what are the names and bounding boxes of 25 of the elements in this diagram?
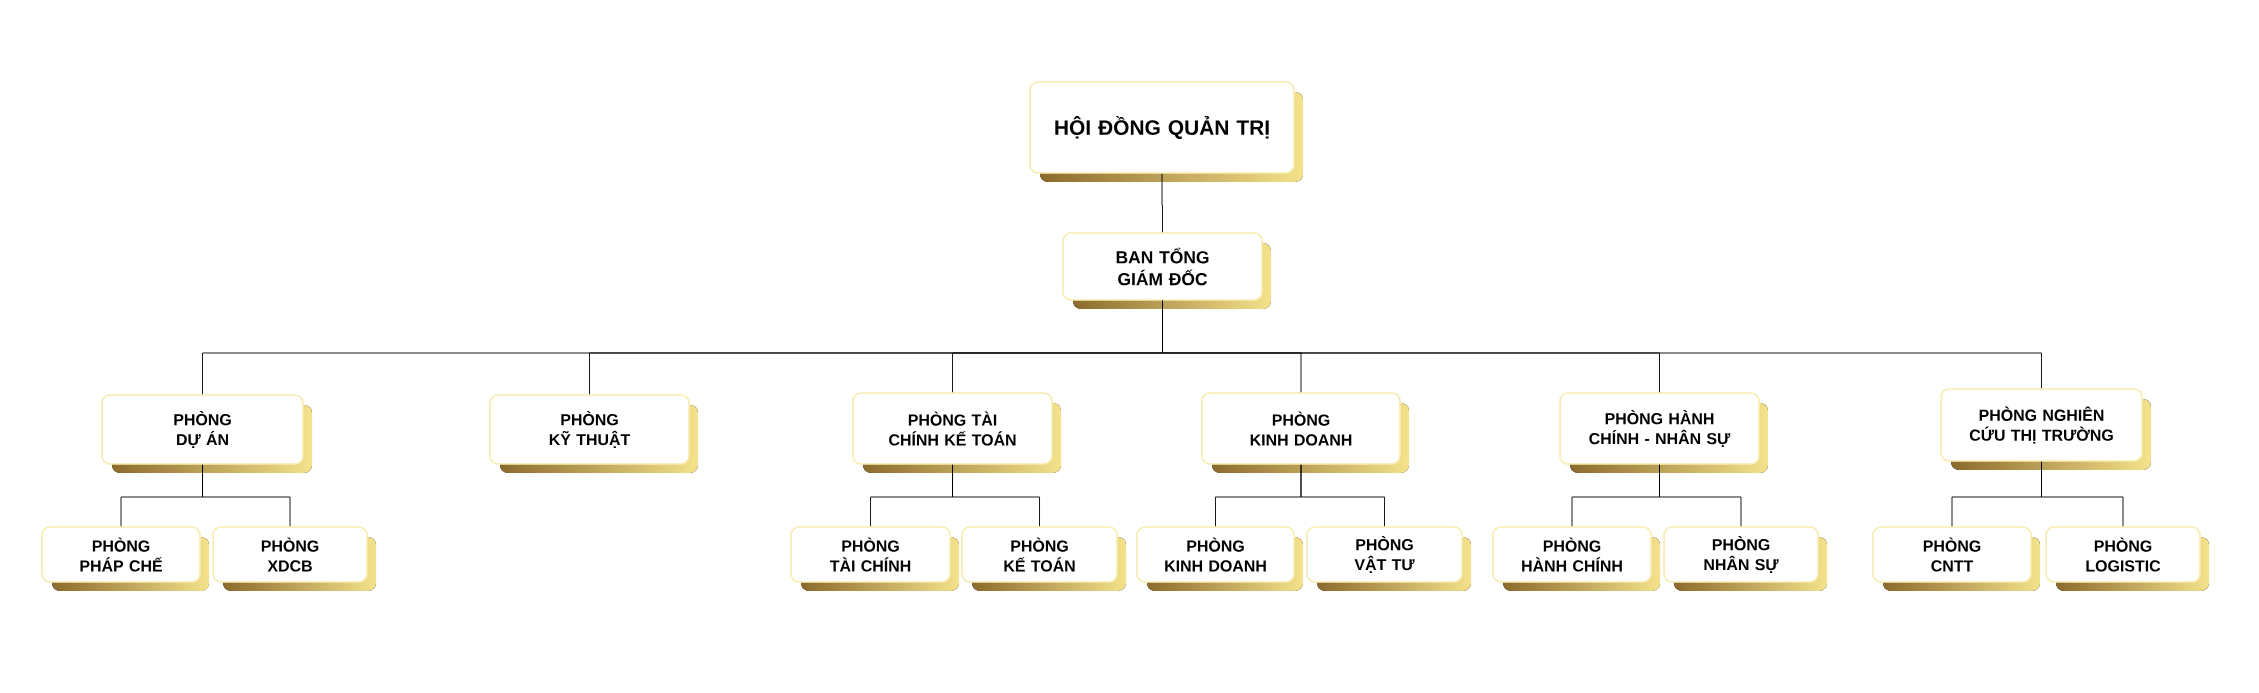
connector-line [2041, 461, 2124, 527]
org-box: PHÒNG NGHIÊN CỨU THỊ TRƯỜNG [1940, 388, 2151, 470]
org-box: PHÒNG HÀNH CHÍNH - NHÂN SỰ [1559, 392, 1768, 473]
org-box: PHÒNG TÀI CHÍNH [790, 526, 959, 591]
org-box: PHÒNG NHÂN SỰ [1663, 526, 1827, 591]
org-box: PHÒNG KẾ TOÁN [961, 526, 1126, 591]
org-box: PHÒNG HÀNH CHÍNH [1492, 526, 1660, 591]
connector-line [202, 464, 291, 527]
org-box: PHÒNG TÀI CHÍNH KẾ TOÁN [852, 392, 1061, 473]
org-box: HỘI ĐỒNG QUẢN TRỊ [1029, 81, 1303, 182]
org-box: BAN TỔNG GIÁM ĐỐC [1062, 232, 1271, 309]
connector-line [1659, 464, 1742, 527]
org-box: PHÒNG KINH DOANH [1201, 392, 1409, 473]
connector-line [952, 464, 1040, 527]
connector-line [1161, 173, 1163, 233]
org-box: PHÒNG DỰ ÁN [101, 394, 312, 473]
org-box: PHÒNG XDCB [212, 526, 376, 591]
connector-line [1300, 464, 1385, 527]
org-box: PHÒNG LOGISTIC [2045, 526, 2209, 591]
org-box: PHÒNG PHÁP CHẾ [41, 526, 209, 591]
org-box: PHÒNG KỸ THUẬT [489, 394, 698, 473]
org-box: PHÒNG VẬT TƯ [1306, 526, 1471, 591]
org-box: PHÒNG CNTT [1872, 526, 2040, 591]
connector-line [1162, 300, 2042, 389]
org-box: PHÒNG KINH DOANH [1136, 526, 1303, 591]
